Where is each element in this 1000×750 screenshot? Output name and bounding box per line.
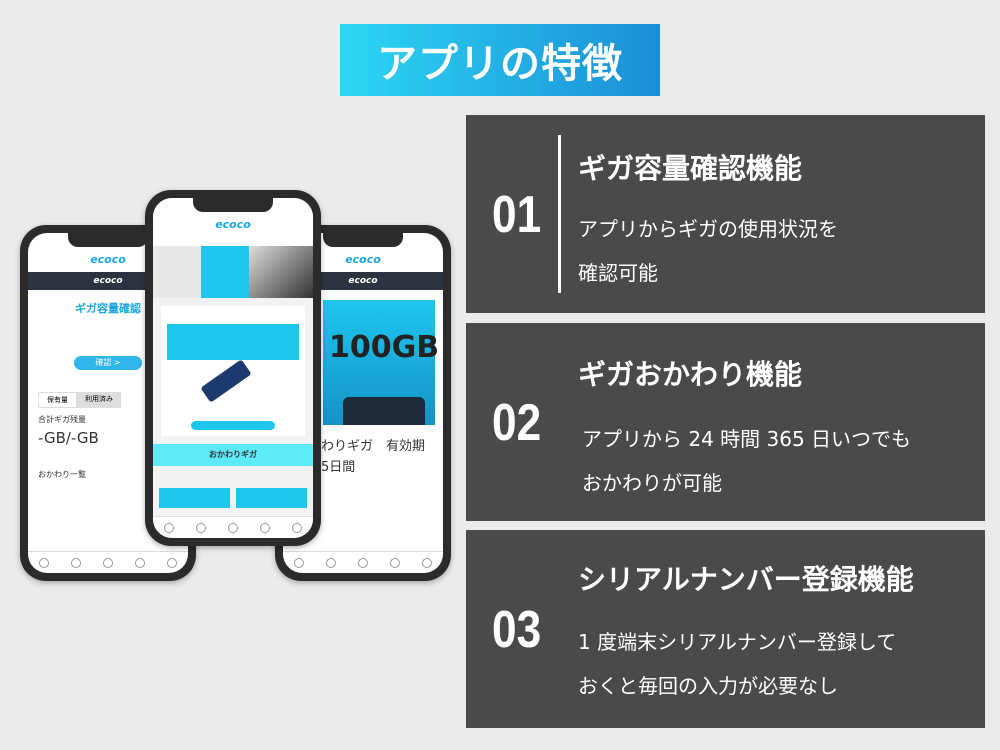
- feature-desc-line: アプリから 24 時間 365 日いつでも: [582, 427, 912, 451]
- tab-bar: [283, 551, 443, 573]
- feature-desc-line: おかわりが可能: [582, 471, 722, 495]
- tab-bar: [153, 516, 313, 538]
- feature-desc-line: おくと毎回の入力が必要なし: [578, 674, 838, 698]
- okawari-giga-banner: おかわりギガ: [153, 444, 313, 466]
- tab-used: 利用済み: [77, 392, 121, 408]
- feature-number: 01: [492, 186, 542, 244]
- app-navbar: ecoco: [283, 272, 443, 290]
- feature-card-03: 03 シリアルナンバー登録機能 1 度端末シリアルナンバー登録して おくと毎回の…: [466, 530, 985, 728]
- divider: [558, 135, 561, 293]
- feature-number: 02: [492, 394, 542, 452]
- feature-title: ギガおかわり機能: [578, 358, 803, 391]
- screen-heading: ギガ容量確認: [75, 302, 141, 315]
- app-logo: ecoco: [215, 218, 251, 231]
- promo-caption-2: 5日間: [321, 460, 356, 475]
- feature-number: 03: [492, 601, 542, 659]
- feature-desc-line: アプリからギガの使用状況を: [578, 217, 838, 241]
- promo-caption: わりギガ 有効期: [321, 439, 426, 454]
- tab-holdings: 保有量: [38, 392, 77, 408]
- tab-bar: [28, 551, 188, 573]
- remaining-label: 合計ギガ残量: [38, 415, 86, 424]
- feature-card-01: 01 ギガ容量確認機能 アプリからギガの使用状況を 確認可能: [466, 115, 985, 313]
- confirm-button: 確認 >: [74, 356, 142, 370]
- page-title: アプリの特徴: [340, 24, 660, 96]
- phone-mockup-home: ecoco おかわりギガ: [145, 190, 321, 546]
- app-logo: ecoco: [90, 253, 126, 266]
- remaining-value: -GB/-GB: [38, 429, 99, 447]
- feature-desc-line: 確認可能: [578, 261, 658, 285]
- app-logo: ecoco: [345, 253, 381, 266]
- feature-title: シリアルナンバー登録機能: [578, 563, 914, 596]
- promo-100gb: 100GB: [329, 330, 440, 365]
- feature-card-02: 02 ギガおかわり機能 アプリから 24 時間 365 日いつでも おかわりが可…: [466, 323, 985, 521]
- okawari-list-title: おかわり一覧: [38, 470, 86, 479]
- feature-title: ギガ容量確認機能: [578, 152, 803, 185]
- feature-desc-line: 1 度端末シリアルナンバー登録して: [578, 630, 897, 654]
